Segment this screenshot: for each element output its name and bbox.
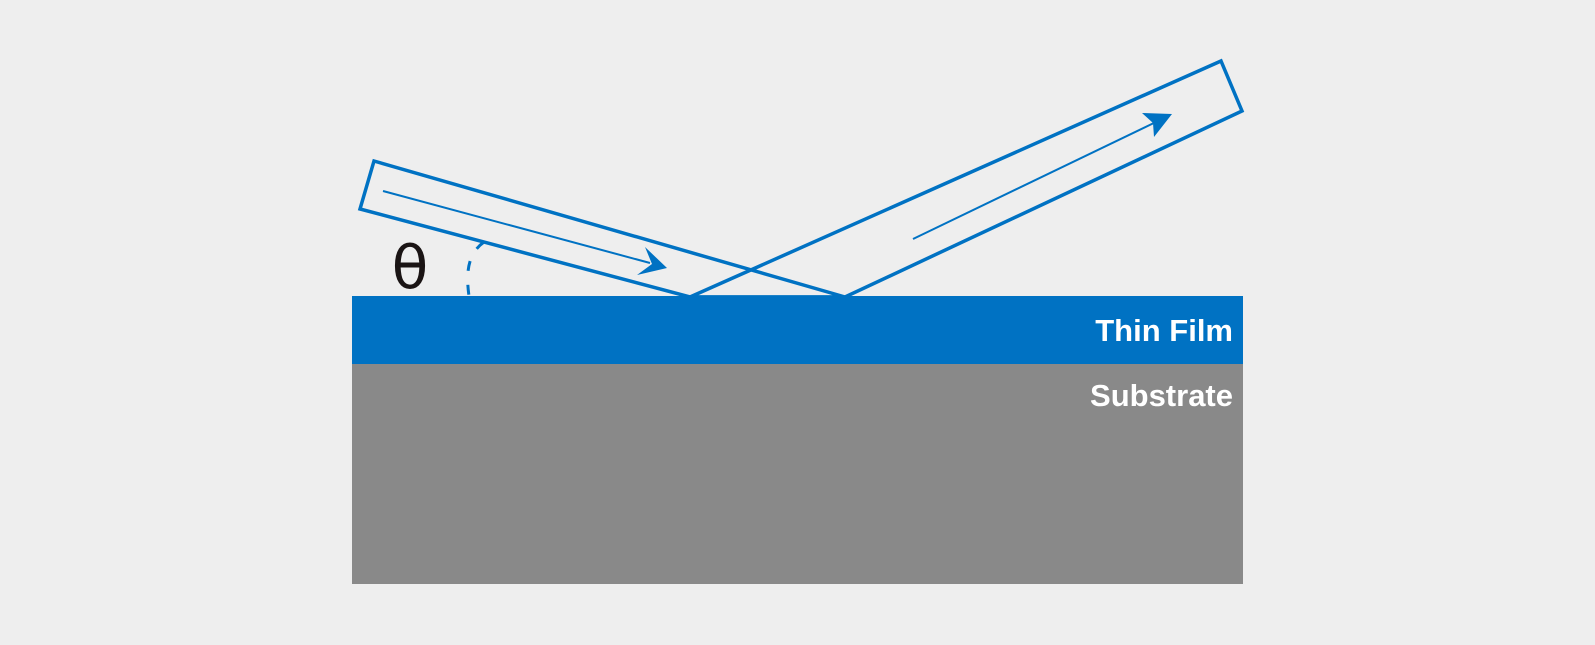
thin-film-layer	[352, 296, 1243, 364]
incident-beam	[357, 158, 846, 299]
incident-ray-line	[382, 190, 651, 264]
incident-arrowhead	[637, 247, 667, 275]
substrate-label: Substrate	[1090, 378, 1233, 413]
thin-film-label: Thin Film	[1095, 313, 1233, 348]
reflected-beam	[689, 58, 1245, 299]
reflected-arrowhead	[1142, 113, 1172, 137]
substrate-layer	[352, 363, 1243, 584]
angle-theta-label: θ	[392, 233, 429, 303]
reflected-ray-line	[912, 120, 1159, 240]
angle-arc	[466, 240, 485, 297]
